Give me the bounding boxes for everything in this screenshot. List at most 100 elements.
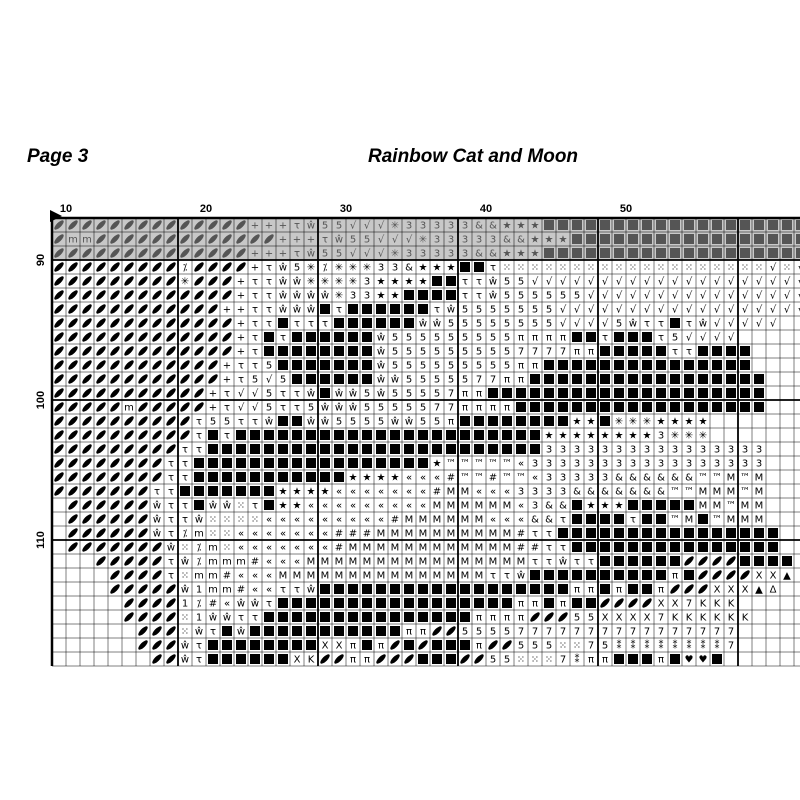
stitch-symbol: ⁑ [617,639,622,652]
stitch-symbol: 5 [532,319,538,330]
stitch-symbol-oval [124,556,134,566]
stitch-symbol: 5 [364,389,370,400]
stitch-symbol: M [461,487,470,498]
stitch-symbol: ⁙ [559,641,567,652]
stitch-symbol: ★ [573,431,582,442]
stitch-symbol-oval [712,556,722,566]
stitch-symbol-oval [152,626,162,636]
stitch-symbol: √ [644,277,651,288]
stitch-symbol-block [572,598,582,608]
stitch-symbol: M [755,473,764,484]
stitch-symbol-oval [124,290,134,300]
stitch-symbol: « [490,487,496,498]
stitch-symbol-block [656,556,666,566]
stitch-symbol-oval [124,262,134,272]
stitch-symbol-oval [138,556,148,566]
stitch-symbol: M [405,529,414,540]
stitch-symbol-block [362,598,372,608]
stitch-symbol: 5 [336,249,342,260]
stitch-symbol: 3 [560,487,566,498]
stitch-symbol: # [517,543,525,554]
stitch-symbol: K [686,613,693,624]
stitch-symbol-block [278,346,288,356]
stitch-symbol: 5 [574,291,580,302]
stitch-symbol: ™ [670,487,680,498]
stitch-symbol: M [363,557,372,568]
stitch-symbol: « [378,515,384,526]
stitch-symbol-oval [138,486,148,496]
stitch-symbol: & [671,473,679,484]
stitch-symbol: ✳ [321,277,329,288]
stitch-symbol: ⁙ [755,263,763,274]
stitch-symbol-oval [208,248,218,258]
stitch-symbol-oval [236,234,246,244]
stitch-symbol: ★ [559,431,568,442]
stitch-symbol-oval [110,346,120,356]
stitch-symbol: M [391,529,400,540]
stitch-symbol-block [628,654,638,664]
stitch-symbol-block [572,332,582,342]
stitch-symbol-block [264,626,274,636]
stitch-symbol: ★ [531,235,540,246]
stitch-symbol-block [586,388,596,398]
stitch-symbol-block [250,472,260,482]
stitch-symbol-block [362,360,372,370]
stitch-symbol: τ [266,291,272,302]
stitch-symbol: √ [238,403,245,414]
stitch-symbol-block [208,654,218,664]
stitch-symbol-block [222,626,232,636]
stitch-symbol-block [502,388,512,398]
stitch-symbol-block [320,598,330,608]
stitch-symbol-block [558,402,568,412]
stitch-symbol: « [392,501,398,512]
stitch-symbol: 7 [658,627,664,638]
stitch-symbol-oval [96,500,106,510]
stitch-symbol: 3 [420,221,426,232]
stitch-symbol-block [488,388,498,398]
stitch-symbol: π [462,389,468,400]
stitch-symbol-block [712,360,722,370]
stitch-symbol: ™ [712,473,722,484]
stitch-symbol: 5 [462,627,468,638]
stitch-symbol: M [279,571,288,582]
stitch-symbol: ✳ [629,417,637,428]
stitch-symbol: ŵ [153,514,161,526]
stitch-symbol-block [334,444,344,454]
stitch-symbol-block [390,584,400,594]
stitch-symbol: 5 [574,613,580,624]
stitch-symbol-oval [96,402,106,412]
stitch-symbol: π [588,585,594,596]
stitch-symbol-block [446,276,456,286]
stitch-symbol-block [306,360,316,370]
stitch-symbol: « [308,529,314,540]
stitch-symbol-block [726,234,736,244]
stitch-symbol: √ [742,291,749,302]
stitch-symbol-oval [222,290,232,300]
stitch-symbol-block [446,430,456,440]
stitch-symbol: τ [462,277,468,288]
stitch-symbol: M [461,557,470,568]
stitch-symbol: ✳ [181,277,189,288]
stitch-symbol-oval [138,346,148,356]
stitch-symbol-block [404,430,414,440]
stitch-symbol-block [376,444,386,454]
stitch-symbol-block [320,472,330,482]
stitch-symbol: 5 [518,319,524,330]
stitch-symbol: 5 [308,403,314,414]
stitch-symbol-oval [124,416,134,426]
stitch-symbol: 5 [518,305,524,316]
stitch-symbol-block [292,346,302,356]
stitch-symbol-block [362,332,372,342]
stitch-symbol: M [363,543,372,554]
stitch-symbol: « [518,515,524,526]
stitch-symbol: π [476,613,482,624]
stitch-symbol-block [334,360,344,370]
stitch-symbol-block [544,598,554,608]
stitch-symbol-oval [698,584,708,594]
stitch-symbol: K [700,599,707,610]
stitch-symbol-oval [110,528,120,538]
stitch-symbol: ★ [349,473,358,484]
stitch-symbol-oval [152,430,162,440]
stitch-symbol: ★ [433,263,442,274]
stitch-symbol: √ [770,291,777,302]
